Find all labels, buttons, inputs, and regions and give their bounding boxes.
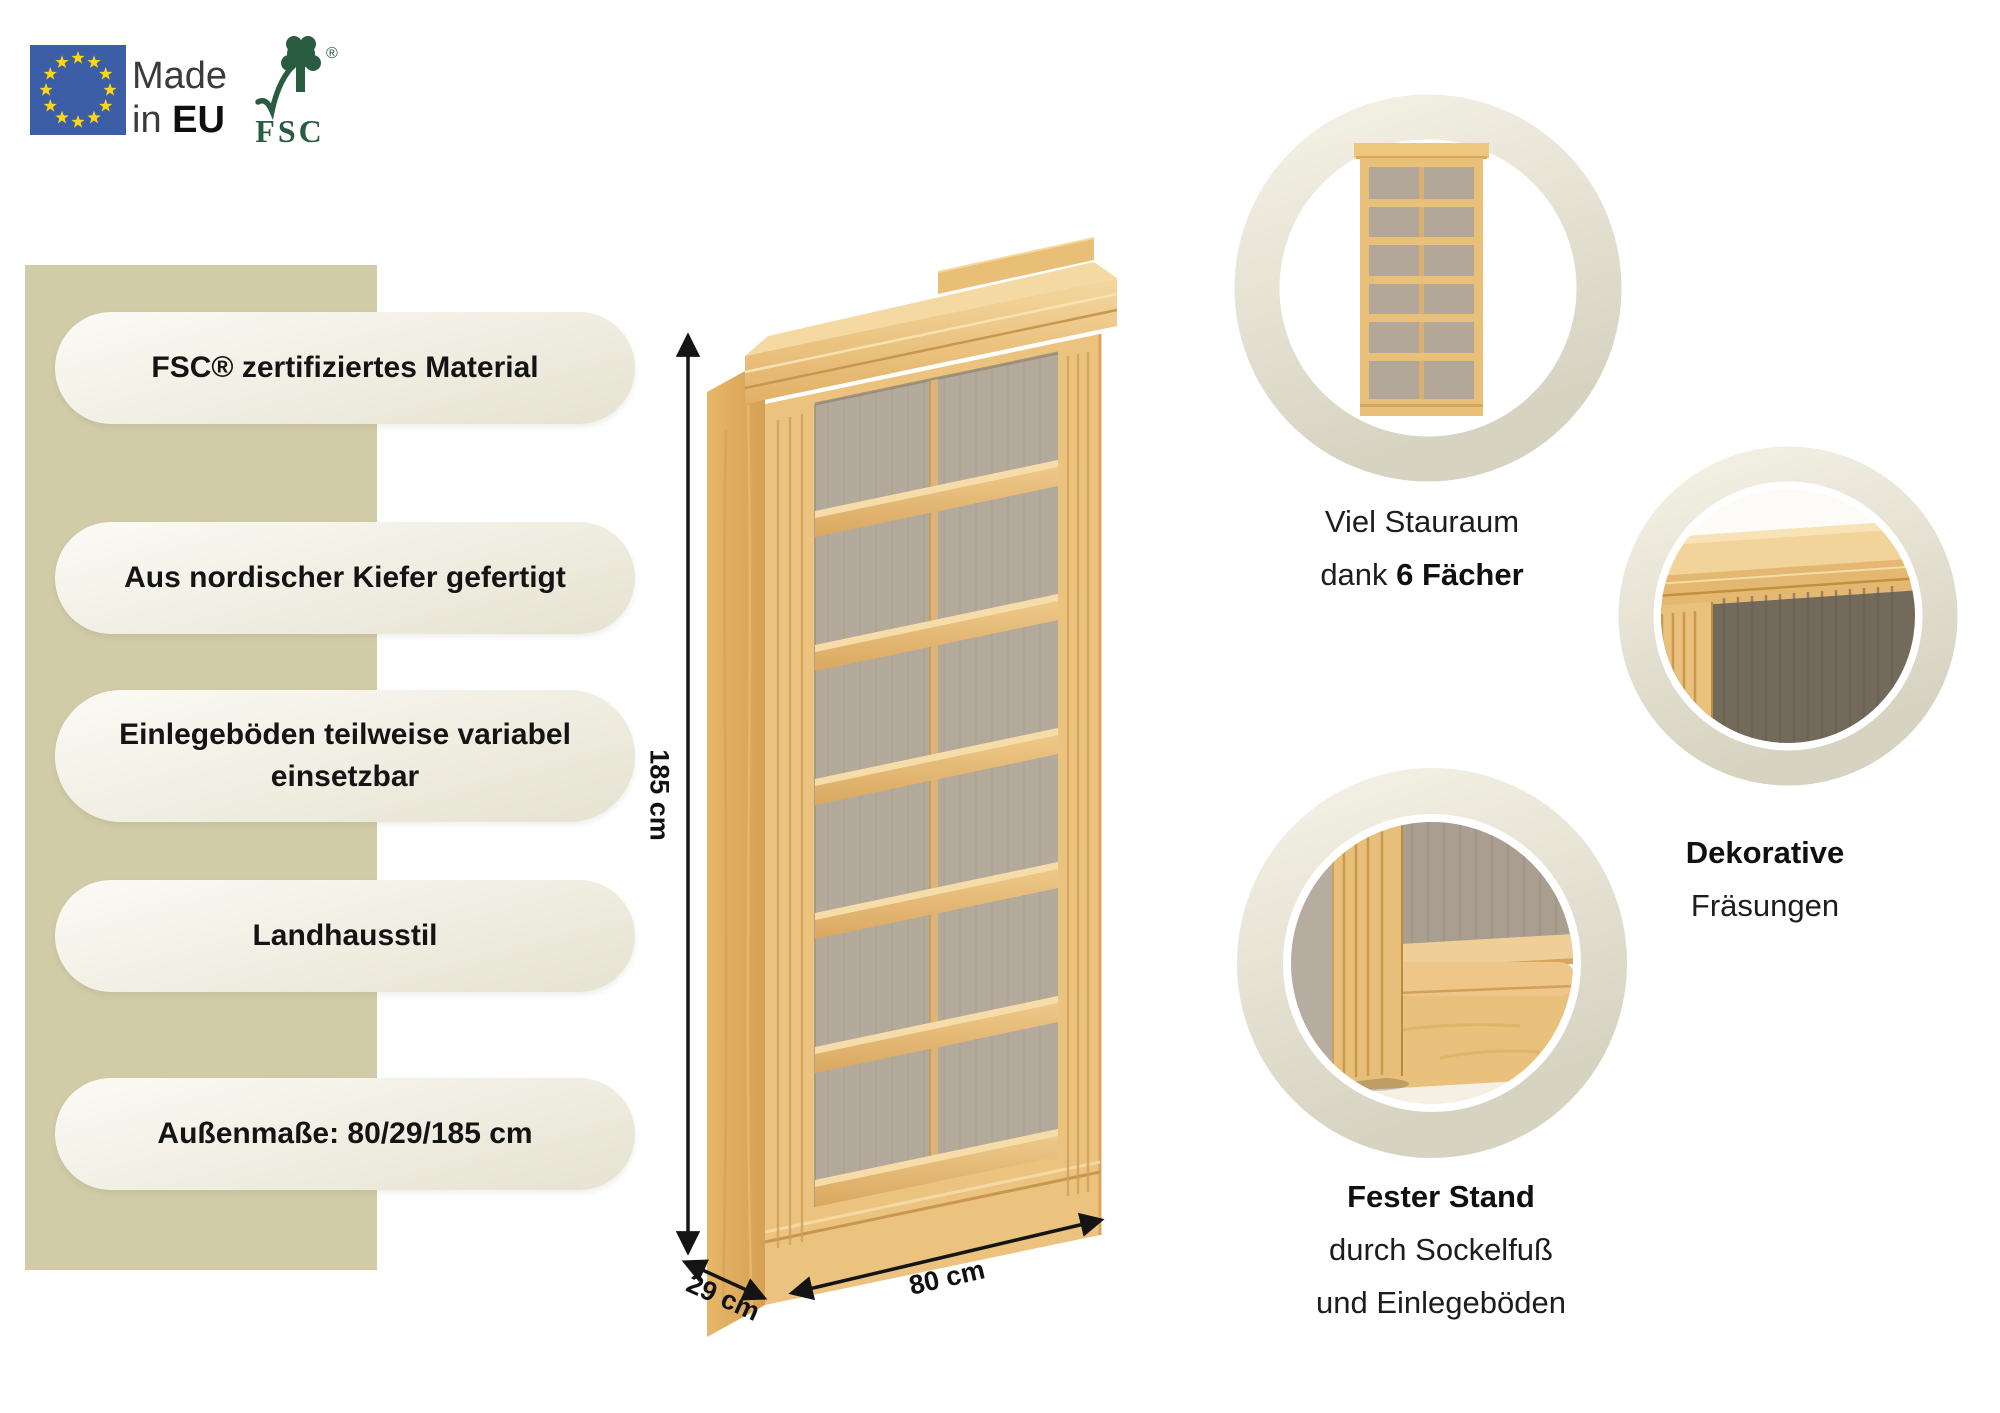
feature-pill-text-line2: einsetzbar: [270, 760, 420, 793]
storage-callout-circle: [1234, 94, 1622, 482]
stability-callout-text: Fester Stand durch Sockelfuß und Einlege…: [1316, 1170, 1566, 1329]
dimension-arrows: [675, 332, 1105, 1301]
feature-pill-aussenmasse: Außenmaße: 80/29/185 cm: [55, 1078, 635, 1190]
stability-line2: durch Sockelfuß: [1328, 1232, 1553, 1267]
depth-dimension-line: [681, 1259, 768, 1301]
stability-line3: und Einlegeböden: [1316, 1285, 1566, 1320]
stability-callout-circle: [1237, 768, 1627, 1158]
milling-line1: Dekorative: [1685, 835, 1845, 870]
feature-pill-text: Außenmaße: 80/29/185 cm: [157, 1117, 533, 1150]
eu-flag-icon: [30, 45, 126, 135]
storage-line2: dank 6 Fächer: [1320, 557, 1524, 592]
made-in-line1: Made: [132, 55, 228, 97]
stability-line1: Fester Stand: [1347, 1179, 1535, 1214]
fsc-logo-icon: ® FSC: [255, 36, 338, 146]
feature-pill-text: Aus nordischer Kiefer gefertigt: [124, 561, 566, 594]
height-dimension-label: 185 cm: [644, 749, 675, 841]
bookshelf-illustration: [707, 237, 1118, 1337]
fsc-logo-text: FSC: [255, 113, 324, 146]
shelf-boards: [815, 460, 1058, 1207]
fsc-tree-crown: [281, 36, 321, 92]
feature-pill-fsc: FSC® zertifiziertes Material: [55, 312, 635, 424]
feature-pill-text: Landhausstil: [252, 919, 438, 952]
storage-line1: Viel Stauraum: [1324, 504, 1520, 539]
milling-callout-circle: [1618, 446, 1958, 786]
feature-pill-landhausstil: Landhausstil: [55, 880, 635, 992]
made-in-eu-label: Made in EU: [132, 54, 227, 142]
width-dimension-line: [788, 1212, 1105, 1301]
feature-pill-kiefer: Aus nordischer Kiefer gefertigt: [55, 522, 635, 634]
feature-pill-text: FSC® zertifiziertes Material: [151, 351, 539, 384]
milling-callout-text: Dekorative Fräsungen: [1686, 826, 1845, 932]
milling-line2: Fräsungen: [1690, 888, 1840, 923]
mini-bookshelf-front-view: [1354, 143, 1489, 416]
feature-pill-text: Einlegeböden teilweise variabel: [119, 718, 571, 751]
fsc-registered-mark: ®: [326, 45, 338, 62]
feature-pill-einlegeboeden: Einlegeböden teilweise variabel einsetzb…: [55, 690, 635, 822]
storage-callout-text: Viel Stauraum dank 6 Fächer: [1320, 495, 1523, 601]
made-in-line2: in EU: [132, 99, 225, 141]
